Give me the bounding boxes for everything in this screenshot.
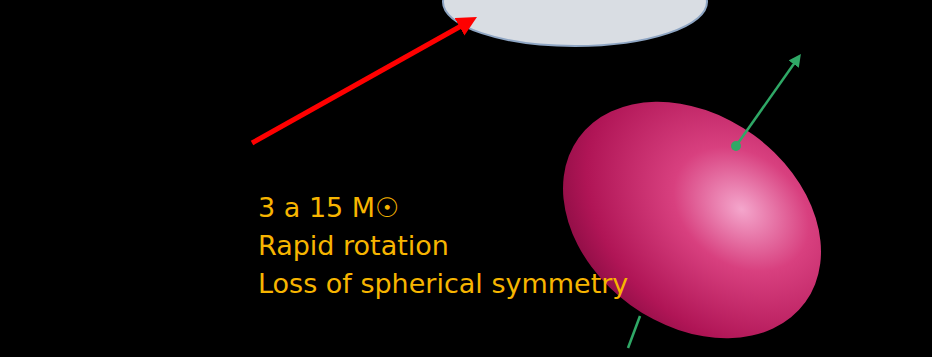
rotation-axis (736, 58, 798, 146)
feature-label: 3 a 15 M☉ (258, 189, 399, 227)
pointer-arrow (252, 21, 470, 143)
oblate-star (517, 53, 867, 357)
callout-bubble (443, 0, 707, 46)
axis-dot (731, 141, 741, 151)
feature-label: Rapid rotation (258, 227, 449, 265)
feature-label: Loss of spherical symmetry (258, 265, 628, 303)
rotation-axis (628, 316, 640, 348)
